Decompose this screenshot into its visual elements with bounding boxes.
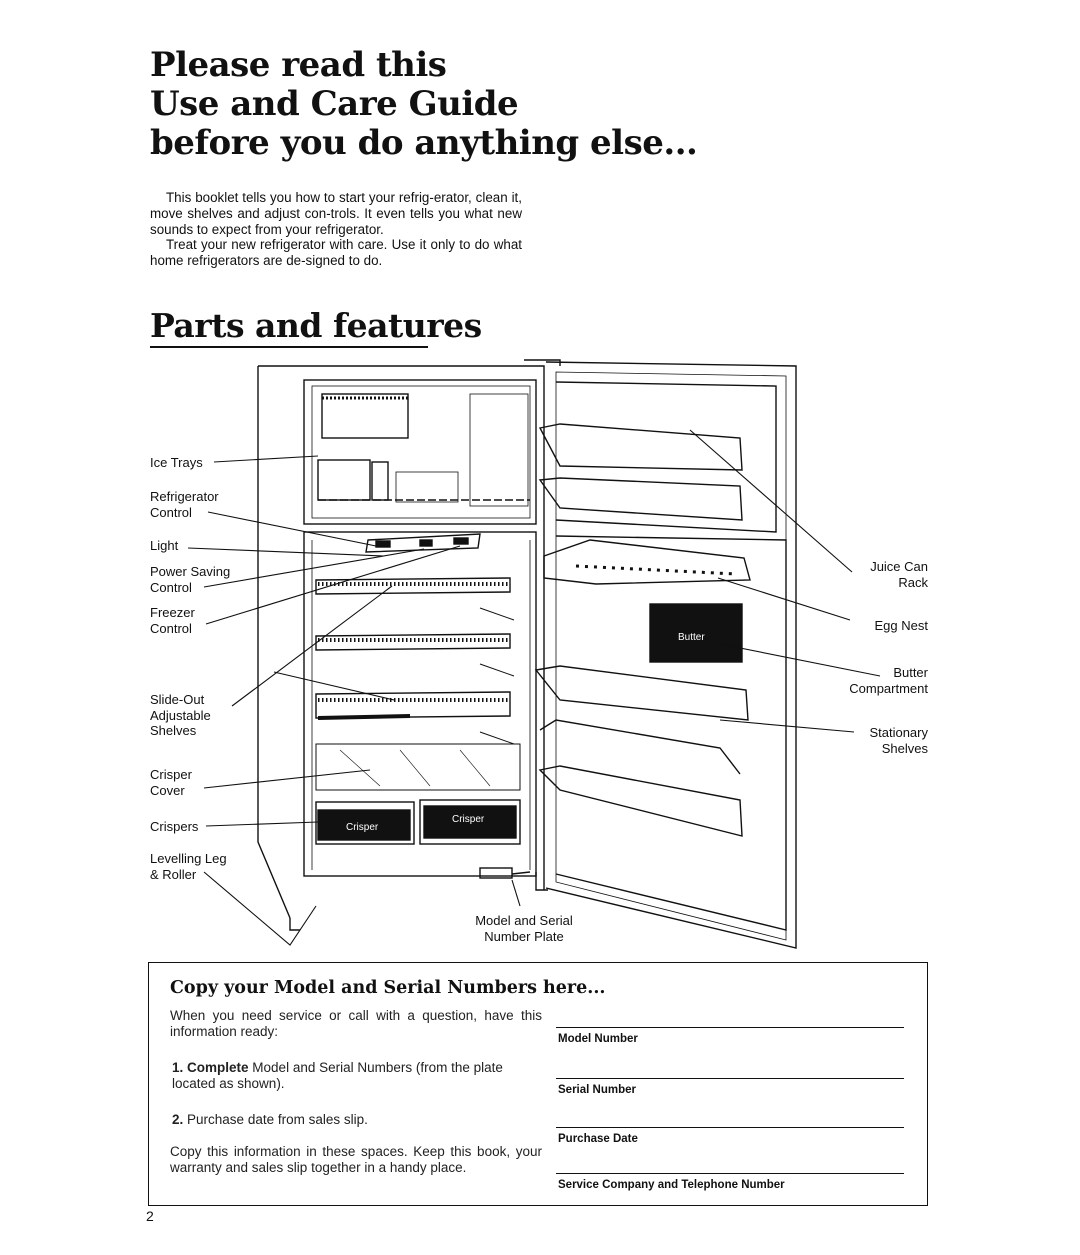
page-title: Please read this Use and Care Guide befo… — [150, 45, 698, 163]
label-power-saving-control: Power Saving Control — [150, 564, 231, 595]
control-panel — [365, 533, 481, 553]
step-1-text: Model and Serial Numbers (from the plate… — [172, 1060, 503, 1091]
freezer-side-panel — [469, 393, 529, 507]
power-saving-switch — [419, 539, 433, 547]
label-butter-compartment: Butter Compartment — [849, 665, 928, 696]
leader-lines — [187, 429, 881, 946]
label-crisper-cover: Crisper Cover — [150, 767, 192, 798]
label-slide-out-shelves: Slide-Out Adjustable Shelves — [150, 692, 211, 738]
cabinet-base — [289, 918, 300, 931]
ice-bin — [321, 393, 409, 439]
ice-trays-stack — [317, 459, 371, 501]
crisper-left-drawer — [315, 801, 415, 845]
intro-paragraph-2: Treat your new refrigerator with care. U… — [150, 237, 522, 269]
stationary-shelf-lower — [538, 765, 743, 837]
label-juice-can-rack: Juice Can Rack — [870, 559, 928, 590]
label-egg-nest: Egg Nest — [874, 618, 928, 633]
crisper-cover-panel — [315, 743, 521, 791]
copy-box-closing: Copy this information in these spaces. K… — [170, 1144, 542, 1175]
serial-number-box — [148, 962, 928, 1206]
model-number-label: Model Number — [558, 1033, 638, 1045]
serial-number-label: Serial Number — [558, 1084, 636, 1096]
ice-tray-small — [371, 461, 389, 501]
cabinet-left-edge — [257, 366, 291, 919]
parts-heading: Parts and features — [150, 306, 482, 345]
label-light: Light — [150, 538, 179, 553]
intro-text: This booklet tells you how to start your… — [150, 190, 522, 269]
freezer-door-shelf — [538, 477, 743, 521]
fresh-food-compartment — [303, 531, 537, 877]
freezer-control-knob — [453, 537, 469, 545]
heading-underline — [150, 346, 428, 348]
step-2-number: 2. — [172, 1112, 184, 1127]
service-company-line[interactable] — [556, 1173, 904, 1174]
service-company-label: Service Company and Telephone Number — [558, 1179, 785, 1191]
step-2-text: Purchase date from sales slip. — [187, 1112, 368, 1127]
liner-walls — [311, 540, 531, 870]
juice-can-rack — [538, 423, 743, 471]
model-number-line[interactable] — [556, 1027, 904, 1028]
label-stationary-shelves: Stationary Shelves — [869, 725, 928, 756]
label-freezer-control: Freezer Control — [150, 605, 195, 636]
crisper-right-drawer — [419, 799, 521, 845]
copy-box-intro: When you need service or call with a que… — [170, 1008, 542, 1039]
step-2: 2. Purchase date from sales slip. — [172, 1112, 544, 1128]
label-ice-trays: Ice Trays — [150, 455, 203, 470]
title-line-2: Use and Care Guide — [150, 84, 519, 124]
serial-number-line[interactable] — [556, 1078, 904, 1079]
hinge-top — [524, 359, 561, 366]
refrigerator-control-knob — [375, 540, 391, 548]
model-serial-plate — [479, 867, 513, 879]
butter-label: Butter — [678, 632, 705, 643]
step-1: 1. Complete Model and Serial Numbers (fr… — [172, 1060, 544, 1092]
crisper-right-face — [423, 805, 517, 839]
egg-nest-shelf — [543, 539, 751, 585]
freezer-inner — [311, 385, 531, 519]
intro-paragraph-1: This booklet tells you how to start your… — [150, 190, 522, 237]
door-outline — [545, 361, 797, 949]
copy-box-heading: Copy your Model and Serial Numbers here.… — [170, 978, 606, 998]
label-levelling-leg: Levelling Leg & Roller — [150, 851, 227, 882]
egg-cups — [575, 564, 737, 576]
purchase-date-label: Purchase Date — [558, 1133, 638, 1145]
fresh-food-door — [555, 535, 787, 931]
label-refrigerator-control: Refrigerator Control — [150, 489, 219, 520]
cabinet-outline — [258, 365, 545, 890]
hinge-bottom — [511, 871, 548, 891]
purchase-date-line[interactable] — [556, 1127, 904, 1128]
freezer-compartment — [303, 379, 537, 525]
shelves — [315, 577, 515, 745]
door-bin-rim — [539, 719, 741, 775]
page-number: 2 — [146, 1208, 154, 1224]
door-inner — [555, 371, 787, 941]
freezer-door — [555, 381, 777, 533]
title-line-1: Please read this — [150, 45, 447, 85]
title-line-3: before you do anything else... — [150, 123, 698, 163]
crisper-left-label: Crisper — [346, 822, 379, 833]
freezer-item — [395, 471, 459, 503]
label-model-serial-plate: Model and Serial Number Plate — [475, 913, 573, 944]
step-1-number: 1. — [172, 1060, 184, 1075]
refrigerator-diagram: Crisper Crisper Butter — [187, 359, 881, 949]
crisper-left-face — [317, 809, 411, 841]
crisper-right-label: Crisper — [452, 814, 485, 825]
crisper-cover-shading — [339, 749, 491, 787]
label-crispers: Crispers — [150, 819, 199, 834]
stationary-shelf-upper — [534, 665, 749, 721]
step-1-bold: Complete — [187, 1060, 249, 1075]
butter-compartment-door — [649, 603, 743, 663]
